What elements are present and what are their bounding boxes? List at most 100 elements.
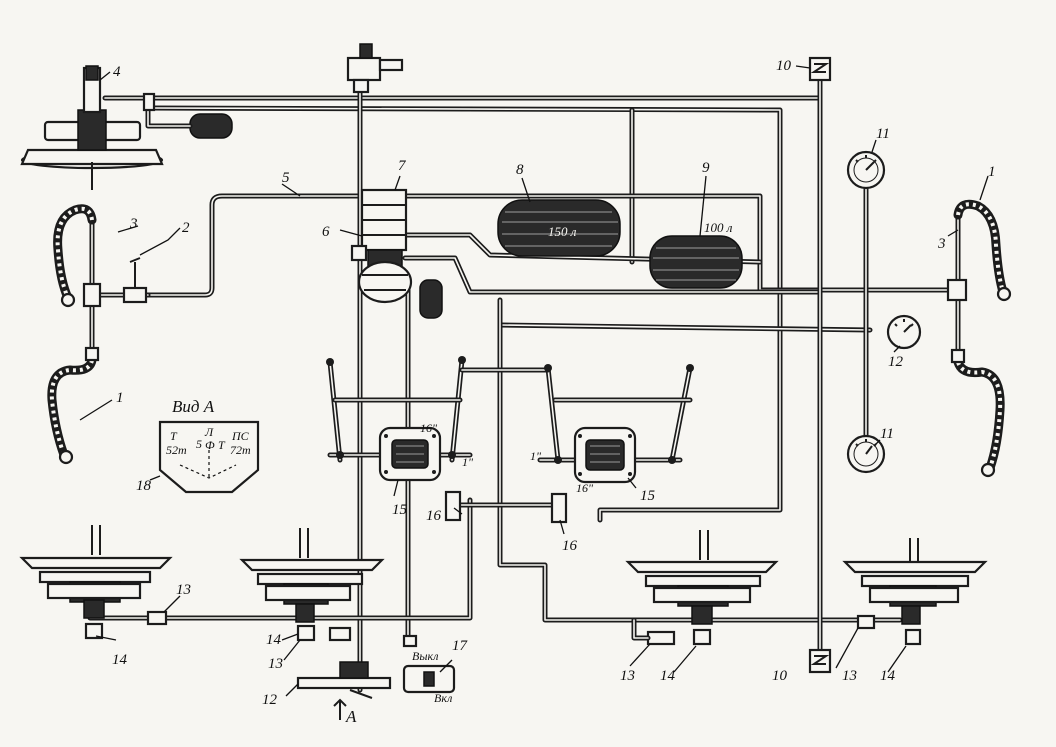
pipelines [87,67,951,693]
callout-14-b: 14 [266,632,282,648]
drum-bottom-2 [239,528,385,642]
callout-16pp-lower: 16" [576,481,594,495]
callout-1pp-left: 1" [462,455,474,469]
right-coupling-assembly [946,199,1012,478]
callout-1-right: 1 [988,164,996,180]
right-tee [946,278,968,302]
brake-chamber-15-right [573,426,637,484]
adjuster-14-d [904,628,922,646]
callout-4: 4 [113,64,121,80]
callout-17: 17 [452,638,469,654]
compressor-assembly [350,188,443,319]
chamber-13-b [328,626,352,642]
view-a-center-top: Л [204,425,214,439]
callout-14-c: 14 [660,668,676,684]
adjuster-14-a [84,622,104,640]
valve-4-assembly [20,65,233,190]
drum-bottom-4 [842,538,988,646]
tank-150-label: 150 л [548,224,577,239]
adjuster-14-c [692,628,712,646]
chamber-13-a [146,610,168,626]
view-arrow-a [333,698,347,720]
switch-off-label: Выкл [412,649,439,663]
view-a-left-value: 52т [166,443,187,457]
view-a-title: Вид А [172,397,215,416]
callout-1-left-bottom: 1 [116,390,124,406]
tank-100 [649,235,743,289]
callout-2: 2 [182,220,190,236]
callout-13-c: 13 [620,668,635,684]
hose-upper-right [953,199,1008,297]
hose-head-upper-right [996,286,1012,302]
callout-8: 8 [516,162,524,178]
callout-15-left: 15 [392,502,408,518]
pipe-5 [145,193,363,298]
gauges [846,150,922,474]
callout-16pp-left: 16" [420,421,438,435]
switch-17 [402,634,456,694]
tank-150 [497,199,621,257]
callout-14-a: 14 [112,652,128,668]
brake-pedal-12 [296,661,392,720]
callout-9: 9 [702,160,710,176]
callout-10-bottom: 10 [772,668,788,684]
callout-13-d: 13 [842,668,857,684]
crane-valve-body [346,56,382,82]
callout-13-a: 13 [176,582,191,598]
view-arrow-label: А [345,707,357,726]
drum-bottom-3 [625,530,779,646]
filter-cylinder [189,113,233,139]
brake-chamber-15-left [378,426,442,482]
callout-5: 5 [282,170,290,186]
callout-18: 18 [136,478,152,494]
compressor-receiver [419,279,443,319]
view-a-right-value: 72т [230,443,251,457]
callout-1pp-right: 1" [530,449,542,463]
view-a-center-mid: Ф [205,438,215,452]
callout-10-top: 10 [776,58,792,74]
chamber-13-d [856,614,876,630]
leader-lines [79,65,989,697]
callout-15-right: 15 [640,488,656,504]
callout-numbers: 4 5 6 7 8 9 10 10 11 11 12 12 2 3 3 1 1 … [112,58,996,726]
drum-bottom-1 [19,525,173,640]
valves-10 [808,56,832,674]
callout-11-top: 11 [876,126,890,142]
valve-2-handle [129,257,141,288]
hose-head-lower-left [58,449,74,465]
bottom-drums [19,525,988,646]
hose-head-upper-left [60,292,76,308]
view-a-center-right: Т [218,438,226,452]
callout-3-right: 3 [937,236,946,252]
right-disconnect-valve [950,348,966,364]
view-a-center-left: 5 [196,437,202,451]
callout-3-left: 3 [129,216,138,232]
gauge-11-top [846,150,886,190]
left-coupling-assembly [47,204,151,465]
hose-lower-right [953,357,1005,473]
left-tee [82,282,102,308]
callout-6: 6 [322,224,330,240]
compressor-crankcase [357,260,413,304]
valve-16-right [550,492,568,524]
tank-100-label: 100 л [704,220,733,235]
callout-13-b: 13 [268,656,283,672]
callout-7: 7 [398,158,407,174]
view-a-panel: Вид А Т 52т Л 5 Ф Т ПС 72т [158,397,260,494]
callout-16-right: 16 [562,538,578,554]
switch-on-label: Вкл [434,691,452,705]
valve-16-left [444,490,462,522]
top-crane-valve [346,43,404,94]
view-a-left-top: Т [170,429,178,443]
left-disconnect-valve [84,346,100,362]
chamber-13-c [646,630,676,646]
callout-16-left: 16 [426,508,442,524]
callout-12-pedal: 12 [262,692,278,708]
view-a-right-top: ПС [231,429,250,443]
callout-14-d: 14 [880,668,896,684]
callout-11-bottom: 11 [880,426,894,442]
callout-12-gauge: 12 [888,354,904,370]
brake-linkage [326,356,694,524]
